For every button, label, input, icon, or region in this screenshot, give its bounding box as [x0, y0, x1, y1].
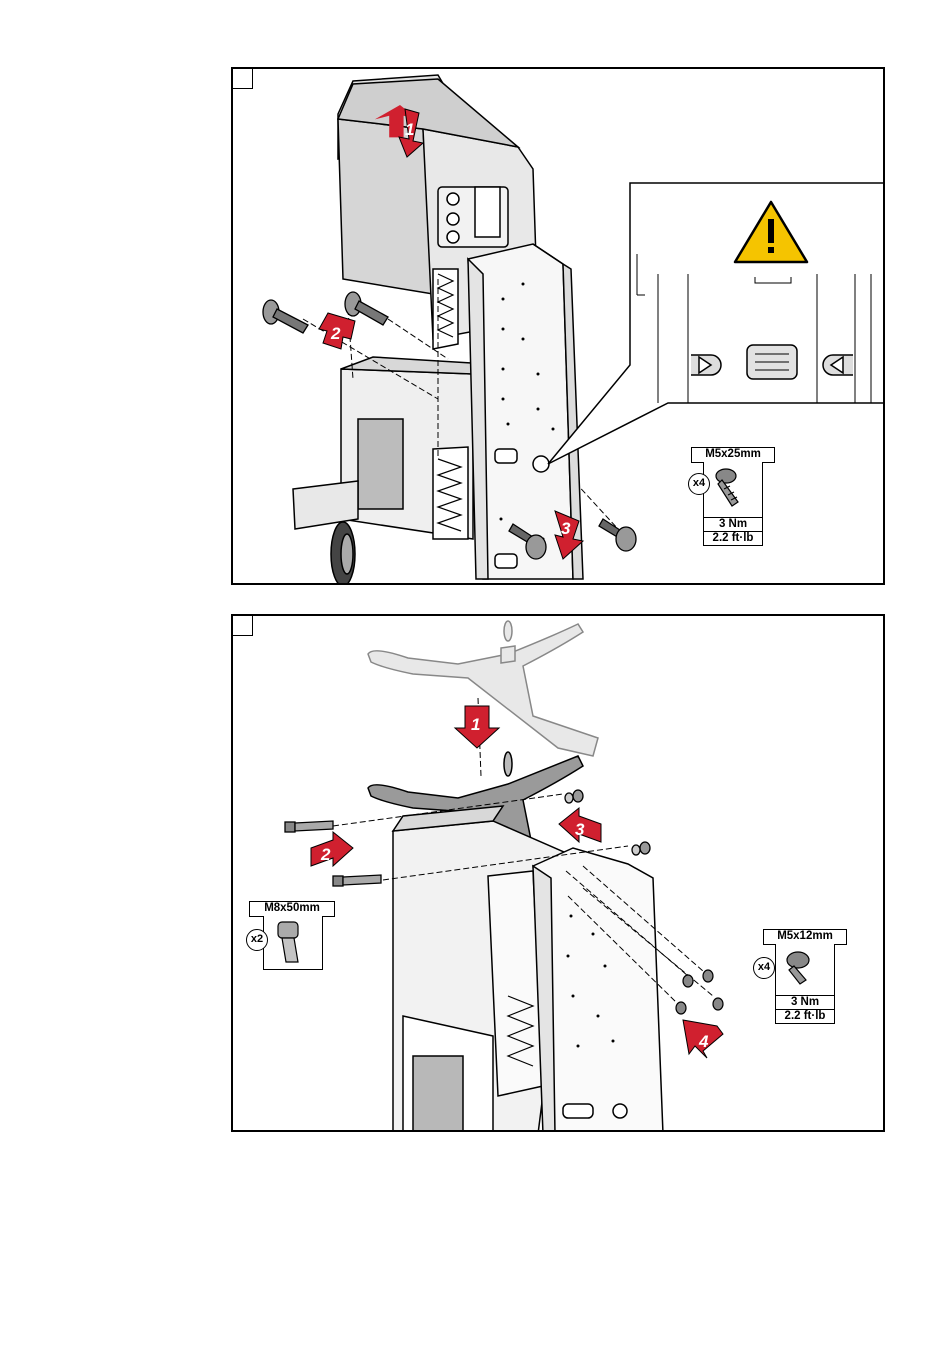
screw-left — [263, 300, 308, 333]
cart-wheel — [293, 481, 358, 585]
svg-text:4: 4 — [698, 1032, 709, 1051]
svg-text:3: 3 — [575, 820, 585, 839]
screw-spec-m5x12: M5x12mm x4 3 Nm 2.2 ft·lb — [753, 929, 865, 1029]
svg-text:2: 2 — [330, 324, 341, 343]
bolt-m8-a — [285, 821, 333, 832]
step-3-arrow: 3 — [559, 808, 601, 842]
bolt-spec-m8x50: M8x50mm x2 — [241, 901, 341, 973]
screw-spec-m5x25: M5x25mm x4 3 Nm 2.2 ft·lb — [691, 447, 791, 547]
screw-size-label: M5x12mm — [763, 929, 847, 945]
panel-2-illustration: 1 2 3 4 — [233, 616, 885, 1132]
screw-icon — [704, 462, 760, 516]
cart-upright — [533, 848, 663, 1132]
bolt-size-label: M8x50mm — [249, 901, 335, 917]
step-checkbox — [233, 69, 253, 89]
bolt-icon — [264, 916, 320, 968]
svg-text:1: 1 — [405, 120, 414, 139]
step-illustration-panel-2: 1 2 3 4 M8x50mm x2 M5x12mm — [231, 614, 885, 1132]
torque-ftlb: 2.2 ft·lb — [703, 531, 763, 546]
svg-text:3: 3 — [561, 519, 571, 538]
step-2-arrow: 2 — [311, 832, 353, 866]
screw-size-label: M5x25mm — [691, 447, 775, 463]
screw-icon-frame — [775, 944, 835, 996]
quantity-badge: x2 — [246, 929, 268, 951]
cooling-unit — [341, 357, 488, 539]
step-1-arrow: 1 — [455, 706, 499, 748]
step-4-arrow: 4 — [683, 1020, 723, 1058]
quantity-badge: x4 — [688, 473, 710, 495]
bolt-m8-b — [333, 875, 381, 886]
step-illustration-panel-1: 1 — [231, 67, 885, 585]
screw-step3-b — [599, 519, 636, 551]
quantity-badge: x4 — [753, 957, 775, 979]
torque-nm: 3 Nm — [775, 995, 835, 1010]
svg-text:1: 1 — [471, 715, 480, 734]
bolt-icon-frame — [263, 916, 323, 970]
step-2-arrow: 2 — [319, 313, 355, 349]
detail-callout — [548, 183, 885, 464]
step-checkbox — [233, 616, 253, 636]
svg-text:2: 2 — [320, 845, 331, 864]
torque-ftlb: 2.2 ft·lb — [775, 1009, 835, 1024]
screw-icon-frame — [703, 462, 763, 518]
screw-icon — [776, 944, 832, 994]
screws-m5 — [676, 970, 723, 1014]
torque-nm: 3 Nm — [703, 517, 763, 532]
